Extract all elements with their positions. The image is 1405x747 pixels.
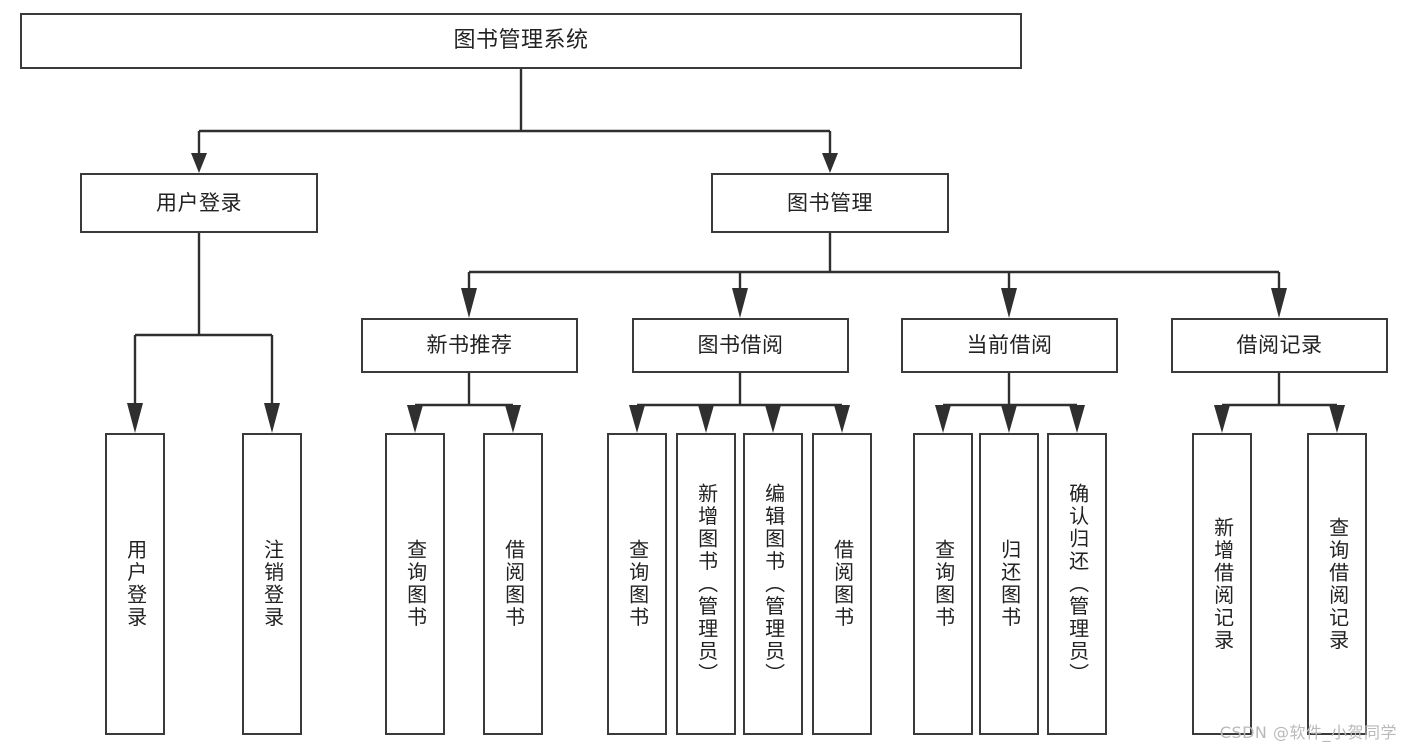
- leaf-new-book-query[interactable]: 查询图书: [385, 433, 445, 735]
- arrowhead-leaf-book-borrow-3: [765, 405, 781, 433]
- node-label: 借阅记录: [1236, 333, 1323, 358]
- leaf-user-login-logout[interactable]: 注销登录: [242, 433, 302, 735]
- csdn-watermark: CSDN @软件_小贺同学: [1219, 723, 1397, 742]
- arrowhead-leaf-borrow-record-1: [1214, 405, 1230, 433]
- leaf-book-borrow-edit[interactable]: 编辑图书（管理员）: [743, 433, 803, 735]
- node-current-borrow[interactable]: 当前借阅: [901, 318, 1118, 373]
- leaf-borrow-record-add[interactable]: 新增借阅记录: [1192, 433, 1252, 735]
- arrowhead-user-login: [191, 153, 207, 173]
- node-label: 归还图书: [997, 539, 1022, 629]
- leaf-book-borrow-add[interactable]: 新增图书（管理员）: [676, 433, 736, 735]
- arrowhead-leaf-book-borrow-2: [698, 405, 714, 433]
- node-label: 查询借阅记录: [1325, 516, 1350, 652]
- arrowhead-leaf-current-borrow-2: [1001, 405, 1017, 433]
- leaf-user-login-login[interactable]: 用户登录: [105, 433, 165, 735]
- leaf-new-book-borrow[interactable]: 借阅图书: [483, 433, 543, 735]
- arrowhead-new-book: [461, 288, 477, 318]
- node-borrow-record[interactable]: 借阅记录: [1171, 318, 1388, 373]
- node-label: 借阅图书: [830, 539, 855, 629]
- arrowhead-leaf-current-borrow-3: [1069, 405, 1085, 433]
- node-label: 查询图书: [625, 539, 650, 629]
- arrowhead-leaf-book-borrow-4: [834, 405, 850, 433]
- arrowhead-current-borrow: [1001, 288, 1017, 318]
- arrowhead-borrow-record: [1271, 288, 1287, 318]
- arrowhead-leaf-borrow-record-2: [1329, 405, 1345, 433]
- arrowhead-leaf-user-login-2: [264, 403, 280, 433]
- node-label: 查询图书: [403, 539, 428, 629]
- arrowhead-book-borrow: [732, 288, 748, 318]
- node-new-book-recommend[interactable]: 新书推荐: [361, 318, 578, 373]
- node-label: 新增图书（管理员）: [694, 482, 719, 686]
- arrowhead-leaf-current-borrow-1: [935, 405, 951, 433]
- node-book-management[interactable]: 图书管理: [711, 173, 949, 233]
- node-label: 新书推荐: [426, 333, 513, 358]
- arrowhead-leaf-user-login-1: [127, 403, 143, 433]
- arrowhead-leaf-new-book-2: [505, 405, 521, 433]
- leaf-current-borrow-query[interactable]: 查询图书: [913, 433, 973, 735]
- arrowhead-book-mgmt: [822, 153, 838, 173]
- node-label: 用户登录: [123, 539, 148, 629]
- node-label: 图书管理: [787, 190, 873, 215]
- node-root-system[interactable]: 图书管理系统: [20, 13, 1022, 69]
- arrowhead-leaf-new-book-1: [407, 405, 423, 433]
- node-label: 查询图书: [931, 539, 956, 629]
- leaf-current-borrow-return[interactable]: 归还图书: [979, 433, 1039, 735]
- node-label: 确认归还（管理员）: [1065, 482, 1090, 686]
- leaf-borrow-record-query[interactable]: 查询借阅记录: [1307, 433, 1367, 735]
- leaf-book-borrow-query[interactable]: 查询图书: [607, 433, 667, 735]
- arrowhead-leaf-book-borrow-1: [629, 405, 645, 433]
- node-label: 新增借阅记录: [1210, 516, 1235, 652]
- node-label: 编辑图书（管理员）: [761, 482, 786, 686]
- leaf-book-borrow-borrow[interactable]: 借阅图书: [812, 433, 872, 735]
- node-label: 借阅图书: [501, 539, 526, 629]
- node-book-borrow[interactable]: 图书借阅: [632, 318, 849, 373]
- node-user-login[interactable]: 用户登录: [80, 173, 318, 233]
- node-label: 图书管理系统: [453, 28, 589, 54]
- node-label: 用户登录: [156, 190, 242, 215]
- leaf-current-borrow-confirm-return[interactable]: 确认归还（管理员）: [1047, 433, 1107, 735]
- node-label: 当前借阅: [966, 333, 1053, 358]
- node-label: 图书借阅: [697, 333, 784, 358]
- node-label: 注销登录: [260, 539, 285, 629]
